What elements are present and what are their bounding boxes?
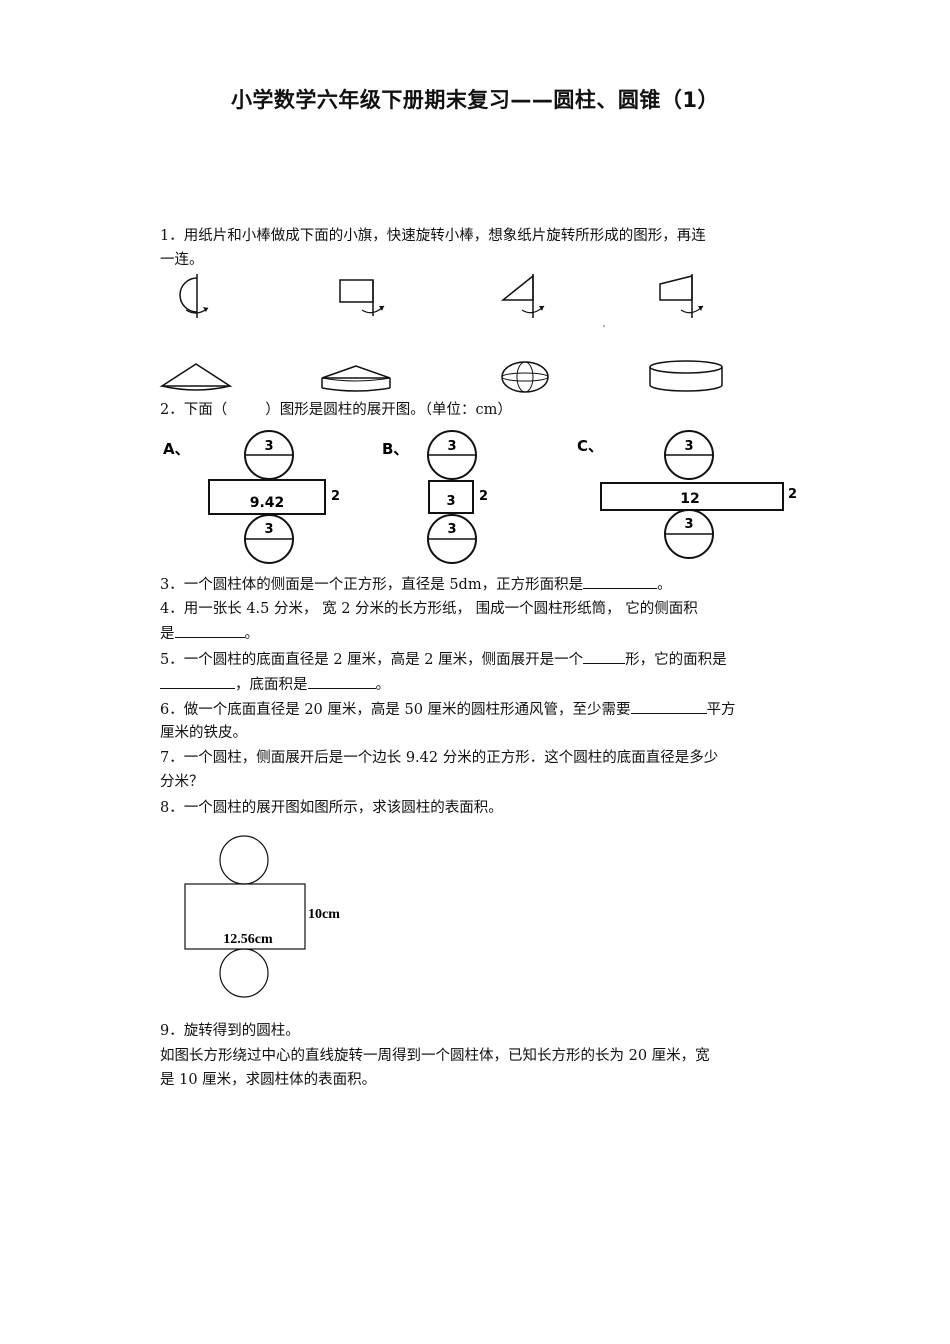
- option-a-bottom-diameter: 3: [264, 522, 273, 537]
- option-c-top-diameter: 3: [684, 439, 693, 454]
- q1-flag-figures: [159, 274, 723, 393]
- q5-text-line2: ，底面积是 。: [160, 672, 390, 697]
- rectangle-flag-icon: [339, 279, 385, 316]
- sphere-solid-icon: [501, 361, 549, 393]
- option-b-label: B、: [382, 440, 408, 458]
- q8-height-label: 10cm: [308, 907, 340, 922]
- option-c-label: C、: [577, 437, 603, 455]
- semicircle-flag-icon: [179, 274, 209, 318]
- option-b-height: 2: [479, 489, 488, 504]
- q9-text-line2: 如图长方形绕过中心的直线旋转一周得到一个圆柱体，已知长方形的长为 20 厘米，宽: [160, 1048, 710, 1064]
- q7-text-line2: 分米？: [160, 774, 204, 790]
- option-a-rect-length: 9.42: [250, 495, 285, 511]
- q2-text: 2．下面（ ）图形是圆柱的展开图。（单位：cm）: [160, 398, 512, 422]
- trapezoid-flag-icon: [659, 274, 704, 318]
- option-b-net: B、 3 3 2 3: [382, 430, 488, 564]
- q6-text-part1: 6．做一个底面直径是 20 厘米，高是 50 厘米的圆柱形通风管，至少需要: [160, 702, 631, 718]
- q5-text-line1: 5．一个圆柱的底面直径是 2 厘米，高是 2 厘米，侧面展开是一个 形，它的面积是: [160, 647, 727, 672]
- cone-cylinder-solid-icon: [321, 365, 391, 392]
- q1-text-line2: 一连。: [160, 252, 204, 268]
- q2-net-options: A、 3 9.42 2 3 B、 3 3 2 3 C、 3 12 2 3: [163, 430, 797, 564]
- q6-text-line2: 厘米的铁皮。: [160, 725, 247, 741]
- cone-solid-icon: [159, 363, 233, 391]
- option-b-rect-length: 3: [446, 494, 455, 509]
- q5-base-area-blank[interactable]: [307, 672, 376, 689]
- option-c-height: 2: [788, 487, 797, 502]
- q9-text-line1: 9．旋转得到的圆柱。: [160, 1023, 300, 1039]
- q9-text-line3: 是 10 厘米，求圆柱体的表面积。: [160, 1072, 377, 1088]
- q3-answer-blank[interactable]: [583, 572, 658, 589]
- q5-text-end: 。: [375, 677, 391, 693]
- q4-text-start: 是: [160, 626, 175, 642]
- q2-text-before: 2．下面（: [160, 402, 228, 418]
- q4-text-line2: 是。: [160, 621, 259, 646]
- q1-text-line1: 1．用纸片和小棒做成下面的小旗，快速旋转小棒，想象纸片旋转所形成的图形，再连: [160, 228, 706, 244]
- q4-text-line1: 4．用一张长 4.5 分米， 宽 2 分米的长方形纸， 围成一个圆柱形纸筒， 它…: [160, 601, 698, 617]
- q3-text: 3．一个圆柱体的侧面是一个正方形，直径是 5dm，正方形面积是 。: [160, 572, 672, 597]
- page-title: 小学数学六年级下册期末复习——圆柱、圆锥（1）: [230, 88, 720, 112]
- q7-text-line1: 7．一个圆柱，侧面展开后是一个边长 9.42 分米的正方形．这个圆柱的底面直径是…: [160, 750, 719, 766]
- option-c-rect-length: 12: [680, 491, 699, 507]
- option-a-net: A、 3 9.42 2 3: [163, 430, 340, 564]
- option-c-net: C、 3 12 2 3: [577, 430, 797, 559]
- q3-text-end: 。: [657, 577, 672, 593]
- cylinder-solid-icon: [649, 360, 723, 392]
- option-a-label: A、: [163, 440, 190, 458]
- q5-text-part1: 5．一个圆柱的底面直径是 2 厘米，高是 2 厘米，侧面展开是一个: [160, 652, 584, 668]
- q2-text-after: ）图形是圆柱的展开图。（单位：cm）: [265, 402, 512, 418]
- q8-rect-length-label: 12.56cm: [223, 932, 273, 947]
- q5-text-part3: ，底面积是: [235, 677, 308, 693]
- q6-text-part2: 平方: [706, 702, 736, 718]
- option-b-top-diameter: 3: [447, 439, 456, 454]
- option-a-height: 2: [331, 489, 340, 504]
- q3-text-body: 3．一个圆柱体的侧面是一个正方形，直径是 5dm，正方形面积是: [160, 577, 584, 593]
- q6-answer-blank[interactable]: [630, 697, 707, 714]
- option-a-top-diameter: 3: [264, 439, 273, 454]
- q5-area-blank[interactable]: [160, 672, 235, 689]
- option-b-bottom-diameter: 3: [447, 522, 456, 537]
- q5-shape-blank[interactable]: [583, 647, 626, 664]
- option-c-bottom-diameter: 3: [684, 517, 693, 532]
- q4-answer-blank[interactable]: [174, 621, 245, 638]
- q6-text-line1: 6．做一个底面直径是 20 厘米，高是 50 厘米的圆柱形通风管，至少需要 平方: [160, 697, 736, 722]
- q4-text-end: 。: [244, 626, 260, 642]
- q8-text: 8．一个圆柱的展开图如图所示，求该圆柱的表面积。: [160, 800, 503, 816]
- q5-text-part2: 形，它的面积是: [625, 652, 727, 668]
- triangle-flag-icon: [500, 274, 545, 318]
- q8-cylinder-net: 12.56cm 10cm: [184, 835, 340, 998]
